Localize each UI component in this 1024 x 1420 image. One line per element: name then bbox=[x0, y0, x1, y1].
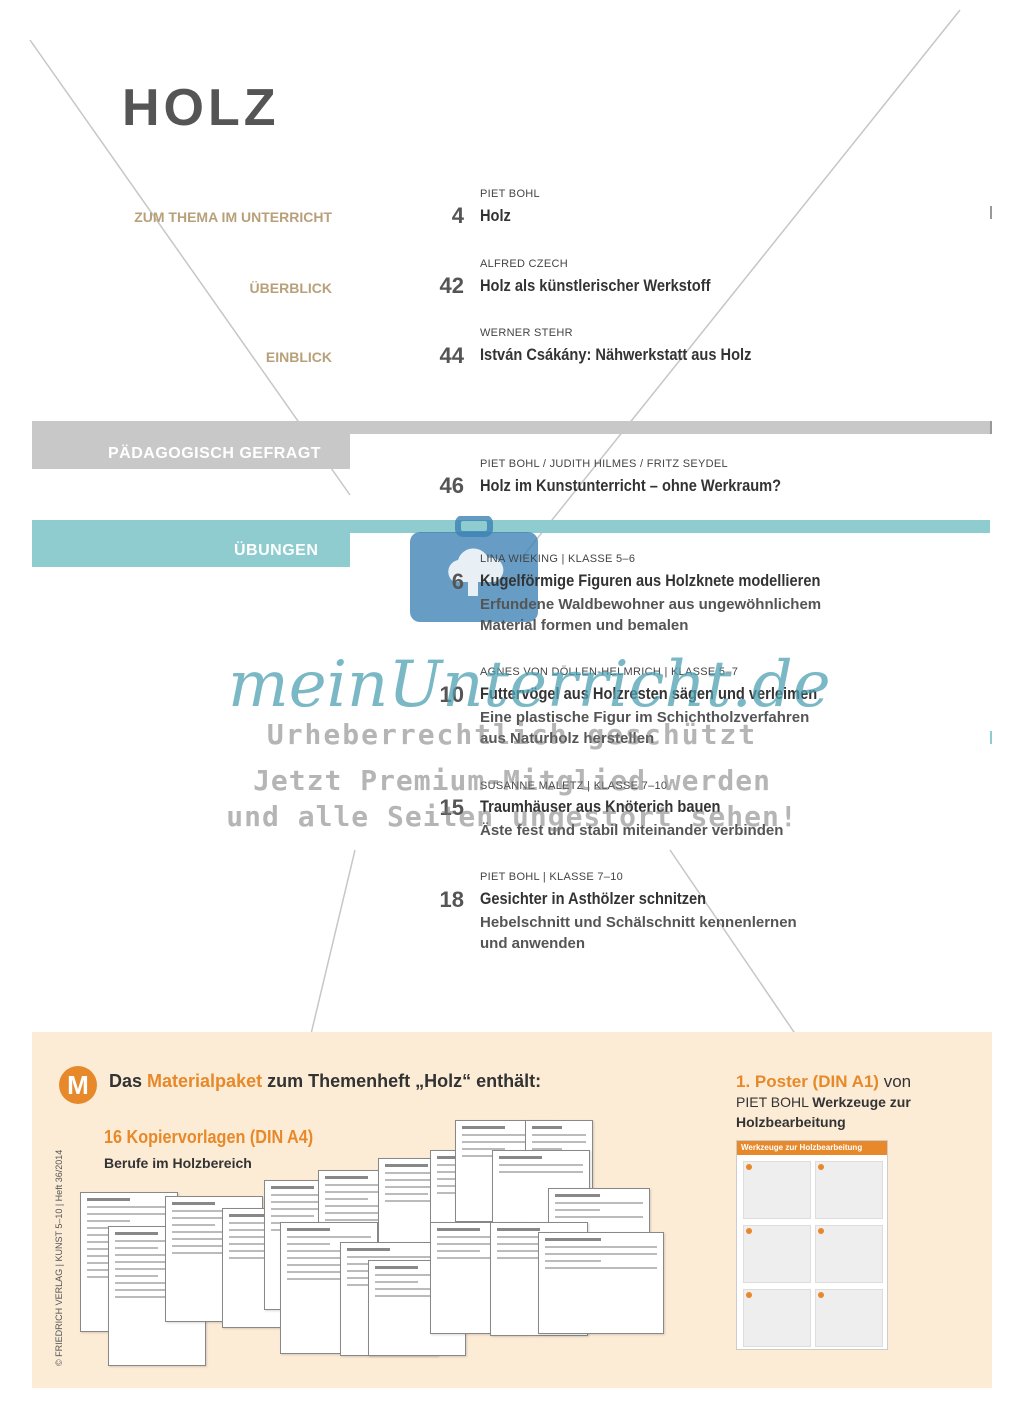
entry-title[interactable]: Holz im Kunstunterricht – ohne Werkraum? bbox=[480, 476, 782, 495]
worksheet-thumbnail bbox=[538, 1232, 664, 1334]
imprint-sidebar: © FRIEDRICH VERLAG | KUNST 5–10 | Heft 3… bbox=[54, 1149, 64, 1366]
entry-author: PIET BOHL / JUDITH HILMES / FRITZ SEYDEL bbox=[480, 458, 728, 470]
edge-tick bbox=[990, 206, 992, 219]
edge-tick bbox=[990, 731, 992, 744]
entry-author: LINA WIEKING | KLASSE 5–6 bbox=[480, 553, 636, 565]
section-label-ueberblick: ÜBERBLICK bbox=[249, 280, 332, 296]
entry-title[interactable]: Gesichter in Asthölzer schnitzen bbox=[480, 889, 707, 908]
poster-tool-image bbox=[815, 1289, 883, 1347]
section-tab-paedagogisch: PÄDAGOGISCH GEFRAGT bbox=[32, 434, 350, 469]
poster-title: 1. Poster (DIN A1) von bbox=[736, 1072, 912, 1091]
watermark-brand: meinUnterricht.de bbox=[228, 648, 831, 722]
entry-page[interactable]: 44 bbox=[439, 343, 464, 368]
entry-subtitle: aus Naturholz herstellen bbox=[480, 730, 655, 747]
entry-page[interactable]: 15 bbox=[439, 795, 464, 820]
entry-title[interactable]: Futtervögel aus Holzresten sägen und ver… bbox=[480, 684, 818, 703]
kopiervorlagen-subtitle: Berufe im Holzbereich bbox=[104, 1155, 252, 1171]
section-bar-uebungen bbox=[32, 520, 990, 533]
material-heading: Das Materialpaket zum Themenheft „Holz“ … bbox=[109, 1071, 542, 1091]
entry-author: WERNER STEHR bbox=[480, 327, 573, 339]
section-tab-uebungen: ÜBUNGEN bbox=[32, 533, 350, 567]
entry-author: SUSANNE MALETZ | KLASSE 7–10 bbox=[480, 780, 668, 792]
poster-tool-image bbox=[815, 1225, 883, 1283]
entry-subtitle: Äste fest und stabil miteinander verbind… bbox=[480, 822, 784, 839]
section-label-paedagogisch: PÄDAGOGISCH GEFRAGT bbox=[108, 445, 322, 462]
entry-subtitle: Material formen und bemalen bbox=[480, 617, 689, 634]
entry-page[interactable]: 42 bbox=[439, 273, 464, 298]
entry-page[interactable]: 6 bbox=[451, 569, 464, 594]
entry-page[interactable]: 10 bbox=[439, 682, 464, 707]
poster-tool-image bbox=[743, 1225, 811, 1283]
entry-author: AGNES VON DÖLLEN-HELMRICH | KLASSE 5–7 bbox=[480, 666, 739, 678]
entry-title[interactable]: Kugelförmige Figuren aus Holzknete model… bbox=[480, 571, 821, 590]
entry-title[interactable]: Traumhäuser aus Knöterich bauen bbox=[480, 797, 721, 816]
entry-title[interactable]: Holz als künstlerischer Werkstoff bbox=[480, 276, 711, 295]
poster-tool-image bbox=[815, 1161, 883, 1219]
entry-page[interactable]: 46 bbox=[439, 473, 464, 498]
entry-subtitle: Erfundene Waldbewohner aus ungewöhnliche… bbox=[480, 596, 822, 613]
section-label-uebungen: ÜBUNGEN bbox=[234, 542, 319, 559]
entry-page[interactable]: 4 bbox=[451, 203, 464, 228]
entry-subtitle: Eine plastische Figur im Schichtholzverf… bbox=[480, 709, 810, 726]
entry-page[interactable]: 18 bbox=[439, 887, 464, 912]
page-title: HOLZ bbox=[122, 79, 280, 137]
entry-author: PIET BOHL bbox=[480, 188, 540, 200]
entry-subtitle: Hebelschnitt und Schälschnitt kennenlern… bbox=[480, 914, 797, 931]
watermark-line: und alle Seiten ungestört sehen! bbox=[226, 800, 798, 833]
watermark-line: Jetzt Premium-Mitglied werden bbox=[253, 764, 771, 797]
poster-author-line: PIET BOHL Werkzeuge zur bbox=[736, 1094, 911, 1110]
section-label-einblick: EINBLICK bbox=[265, 349, 332, 365]
kopiervorlagen-title: 16 Kopiervorlagen (DIN A4) bbox=[104, 1127, 314, 1147]
section-bar-paedagogisch bbox=[32, 421, 990, 434]
poster-tool-image bbox=[743, 1289, 811, 1347]
watermark-line: Urheberrechtlich geschützt bbox=[266, 718, 758, 751]
edge-tick bbox=[990, 421, 992, 434]
entry-title[interactable]: Holz bbox=[480, 206, 511, 225]
entry-title[interactable]: István Csákány: Nähwerkstatt aus Holz bbox=[480, 345, 752, 364]
poster-thumbnail: Werkzeuge zur Holzbearbeitung bbox=[736, 1140, 888, 1350]
briefcase-icon bbox=[410, 516, 538, 622]
poster-header: Werkzeuge zur Holzbearbeitung bbox=[737, 1141, 887, 1155]
section-label-zum-thema: ZUM THEMA IM UNTERRICHT bbox=[134, 209, 332, 225]
poster-description: Holzbearbeitung bbox=[736, 1114, 846, 1130]
entry-subtitle: und anwenden bbox=[480, 935, 585, 952]
entry-author: PIET BOHL | KLASSE 7–10 bbox=[480, 871, 624, 883]
entry-author: ALFRED CZECH bbox=[480, 258, 568, 270]
material-icon: M bbox=[59, 1066, 97, 1104]
poster-tool-image bbox=[743, 1161, 811, 1219]
